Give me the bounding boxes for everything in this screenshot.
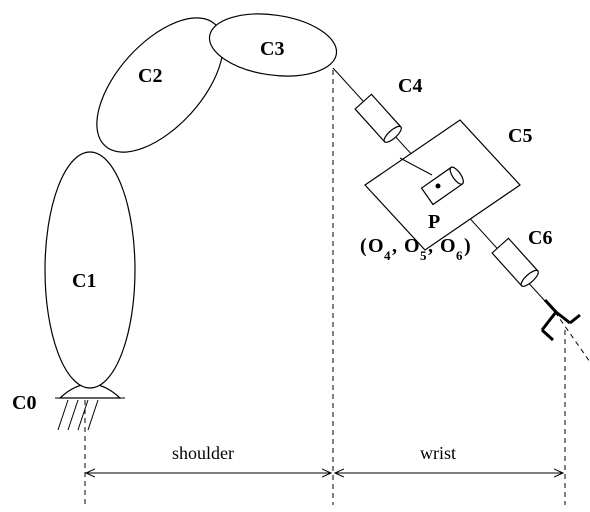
link-c3: [208, 13, 338, 77]
label-o4: O: [368, 235, 384, 257]
ground-hatch-3: [77, 399, 89, 431]
label-o4-sub: 4: [384, 248, 391, 263]
label-c5: C5: [508, 125, 532, 147]
label-shoulder: shoulder: [172, 443, 234, 463]
ground-hatch-1: [57, 399, 69, 431]
plate-c5-inner: [399, 157, 433, 176]
label-paren-close: ): [464, 235, 471, 257]
label-c3: C3: [260, 38, 284, 60]
label-c6: C6: [528, 227, 552, 249]
link-c1: [44, 151, 136, 389]
label-comma1: ,: [392, 235, 397, 257]
joint-c6: [491, 237, 539, 287]
label-o5: O: [404, 235, 420, 257]
label-paren-open: (: [360, 235, 367, 257]
label-c4: C4: [398, 75, 422, 97]
ground-hatch-4: [87, 399, 99, 431]
label-o6: O: [440, 235, 456, 257]
label-wrist: wrist: [420, 443, 456, 463]
link-c2: [96, 17, 224, 153]
joint-p-cylinder: [420, 166, 464, 206]
label-c1: C1: [72, 270, 96, 292]
tool-axis-extension: [554, 311, 590, 363]
label-o6-sub: 6: [456, 248, 463, 263]
label-c2: C2: [138, 65, 162, 87]
base-c0: [55, 383, 125, 431]
label-coordinates: ( O 4 , O 5 , O 6 ): [360, 235, 471, 263]
label-p: P: [428, 211, 440, 233]
joint-c4: [354, 93, 402, 143]
label-comma2: ,: [428, 235, 433, 257]
label-o5-sub: 5: [420, 248, 427, 263]
point-p-dot: [435, 183, 441, 189]
label-c0: C0: [12, 392, 36, 414]
gripper: [540, 298, 581, 342]
ground-hatch-2: [67, 399, 79, 431]
